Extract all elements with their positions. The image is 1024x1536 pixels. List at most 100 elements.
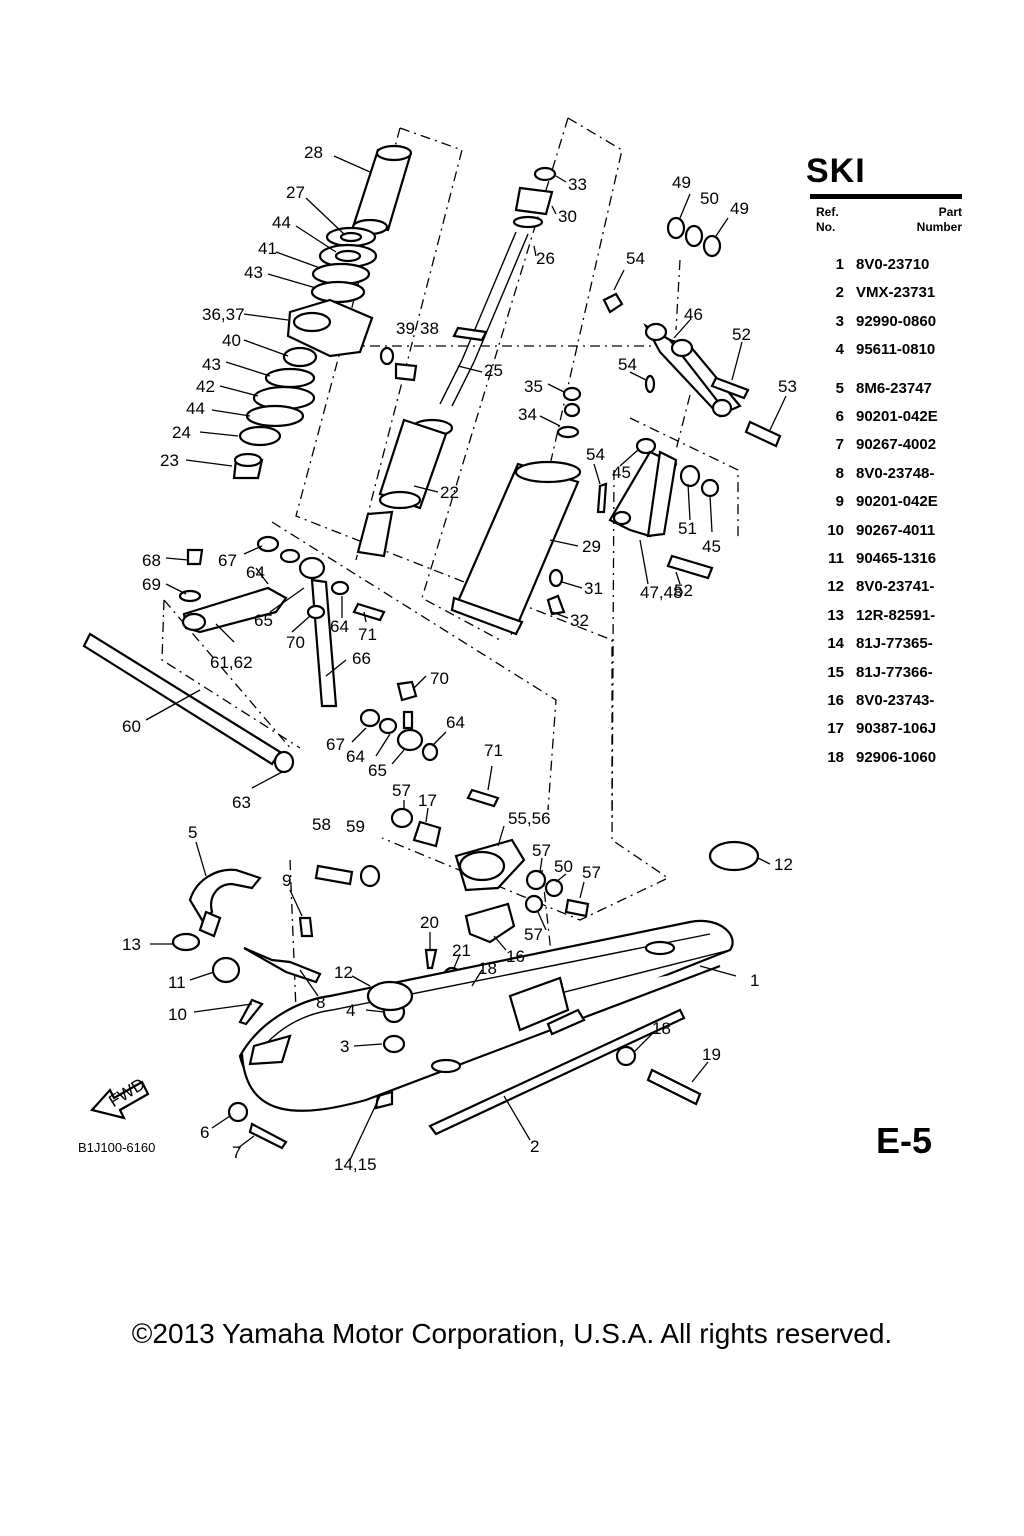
callout: 10 [168,1005,187,1024]
callout: 1 [750,971,759,990]
part-number-header: Part Number [912,205,962,235]
callout: 67 [218,551,237,570]
ref-no-cell: 8 [835,464,844,482]
part-number-cell: 90201-042E [856,493,938,511]
callout: 5 [188,823,197,842]
part-number-cell: 8V0-23741- [856,578,935,596]
callout: 64 [246,563,265,582]
callout: 52 [674,581,693,600]
callout: 11 [168,973,186,992]
table-row: 8 8V0-23748- [810,465,958,485]
callout: 65 [254,611,273,630]
ref-no-cell: 15 [827,663,844,681]
callout: 54 [586,445,605,464]
callout: 12 [774,855,793,874]
ref-no-cell: 2 [835,284,844,302]
callout: 64 [330,617,349,636]
table-row: 17 90387-106J [810,720,958,740]
part-number-cell: 8V0-23743- [856,692,935,709]
callout: 57 [582,863,601,882]
leader-lines [145,155,787,1161]
parts-table-header: Ref. No. Part Number [810,205,962,245]
ref-header-line2: No. [816,220,836,234]
callout: 17 [418,791,437,810]
callout: 19 [702,1045,721,1064]
part-number-cell: 81J-77366- [856,663,933,681]
table-row: 16 8V0-23743- [810,692,958,712]
ref-no-cell: 10 [827,521,844,539]
callout: 22 [440,483,459,502]
part-number-cell: 92906-1060 [856,748,937,766]
callout: 20 [420,913,439,932]
callout: 70 [286,633,305,652]
table-row: 14 81J-77365- [810,635,958,655]
ref-header-line1: Ref. [816,205,839,219]
part-number-cell: 8M6-23747 [856,379,932,397]
callout-labels: 28 27 44 41 43 36,37 40 43 42 44 24 23 3… [105,143,797,1174]
callout: 49 [672,173,691,192]
callout: 13 [122,935,141,954]
callout: 9 [282,871,291,890]
callout: 66 [352,649,371,668]
callout: 57 [524,925,543,944]
callout: 57 [532,841,551,860]
part-number-cell: 90387-106J [856,720,937,738]
ref-no-header: Ref. No. [816,205,856,235]
callout: 61,62 [210,653,253,672]
part-number-cell: 8V0-23710 [856,256,930,273]
callout: 12 [334,963,353,982]
callout: 59 [346,817,365,836]
part-number-cell: 12R-82591- [856,606,936,624]
callout: 51 [678,519,697,538]
callout: 69 [142,575,161,594]
spindle-stack [232,144,418,480]
ski-body [89,840,760,1150]
callout: 40 [222,331,241,350]
part-number-cell: 92990-0860 [856,312,937,330]
callout: 36,37 [202,305,245,324]
ref-no-cell: 4 [835,341,844,359]
part-header-line2: Number [916,220,962,234]
callout: 29 [582,537,601,556]
callout: 23 [160,451,179,470]
ref-no-cell: 14 [827,635,844,653]
callout: 2 [530,1137,539,1156]
callout: 54 [618,355,637,374]
part-number-cell: 81J-77365- [856,635,933,653]
ref-no-cell: 3 [835,312,844,330]
sheet-title: SKI [806,152,866,190]
callout: 31 [584,579,603,598]
callout: 7 [232,1143,241,1162]
callout: 26 [536,249,555,268]
callout: 44 [272,213,291,232]
callout: 71 [358,625,377,644]
callout: 47,48 [640,583,683,602]
shock-absorber [356,166,582,636]
ref-no-cell: 7 [835,436,844,454]
callout: 52 [732,325,751,344]
ref-no-cell: 17 [827,720,844,738]
ref-no-cell: 9 [835,493,844,511]
callout: 41 [258,239,277,258]
callout: 6 [200,1123,209,1142]
callout: 25 [484,361,503,380]
callout: 55,56 [508,809,551,828]
callout: 18 [478,959,497,978]
ref-no-cell: 16 [827,692,844,709]
part-number-cell: 90267-4002 [856,436,937,454]
callout: 58 [312,815,331,834]
callout: 42 [196,377,215,396]
callout: 70 [430,669,449,688]
callout: 63 [232,793,251,812]
callout: 38 [420,319,439,338]
callout: 32 [570,611,589,630]
part-number-cell: 8V0-23748- [856,464,935,482]
page-code: E-5 [876,1120,933,1161]
table-row: 9 90201-042E [810,493,958,513]
